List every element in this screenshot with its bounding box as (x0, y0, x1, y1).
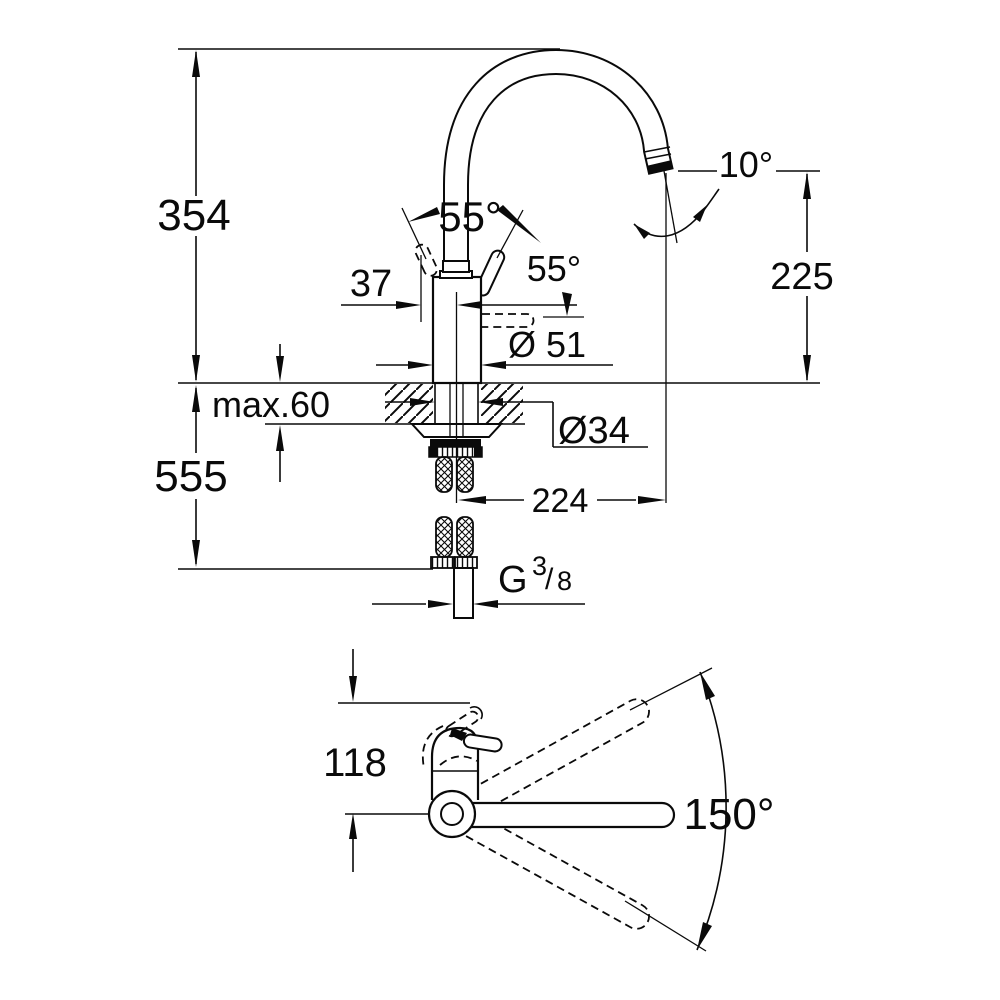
angle-arrow (562, 292, 572, 316)
lever-tip-cap (469, 706, 483, 720)
aerator-band-line (644, 153, 672, 160)
spout-swivel-down-dashed (457, 809, 650, 930)
lever-top-view (462, 733, 503, 753)
thread-denominator-label: 8 (557, 566, 572, 596)
dim-counter-thickness-label: max.60 (212, 384, 330, 425)
side-view-dimensions: 354 555 max.60 37 55° 55° (154, 48, 834, 608)
supply-hose (435, 516, 453, 558)
thread-tube (453, 567, 474, 619)
collar (442, 260, 470, 273)
mounting-hardware (409, 383, 504, 619)
nut-tab (429, 447, 437, 457)
thread-numerator-label: 3 (532, 551, 547, 581)
arrowhead-right (410, 398, 435, 406)
angle-arrow (408, 207, 440, 222)
lever-raised-dashed-top (445, 710, 480, 738)
dim-swivel-angle-label: 150° (683, 790, 774, 839)
body-dashed-contour (439, 755, 478, 766)
arrowhead-up (192, 385, 200, 412)
arrowhead-down (192, 540, 200, 567)
angle-extension-line (496, 209, 524, 259)
supply-hose (456, 456, 474, 493)
arrowhead-down (803, 355, 811, 382)
spout-swivel-up-dashed (457, 698, 650, 819)
angle-arrow (497, 205, 541, 243)
supply-hose (435, 456, 453, 493)
arrowhead-up (349, 813, 357, 839)
aerator-band-line (643, 146, 671, 153)
thread-slash-label: / (545, 563, 554, 596)
arrowhead-right (638, 496, 666, 504)
dim-lever-angle-left-label: 55° (438, 193, 502, 240)
dim-body-diameter-label: Ø 51 (508, 324, 586, 365)
counter-hatch-left (385, 384, 433, 423)
angle-arrow (634, 224, 650, 239)
dim-lever-height-label: 118 (323, 741, 387, 785)
seal-ring (430, 439, 481, 447)
lever-lowered-dashed (482, 313, 535, 328)
hose-nut (430, 556, 455, 569)
arrowhead-left (473, 600, 498, 608)
thread-prefix-label: G (498, 559, 528, 601)
dim-outlet-height-label: 225 (770, 256, 833, 298)
dim-hole-diameter-label: Ø34 (558, 410, 630, 452)
side-view (178, 48, 820, 619)
arc-arrowhead (697, 922, 712, 950)
hose-nut (454, 556, 478, 569)
arrowhead-right (408, 361, 433, 369)
arrowhead-up (803, 172, 811, 199)
arrowhead-down (276, 356, 284, 382)
dim-outlet-angle-label: 10° (719, 144, 773, 185)
dim-handle-offset-label: 37 (350, 263, 392, 305)
lever-raised-dashed (414, 243, 438, 277)
angle-extension-line (401, 207, 427, 260)
arrowhead-down (192, 355, 200, 382)
arc-arrowhead (700, 672, 715, 700)
dim-spout-reach-label: 224 (532, 482, 589, 520)
pivot-inner-circle (440, 802, 464, 826)
lever-joint (450, 728, 467, 741)
arrowhead-up (192, 50, 200, 77)
nut-tab (474, 447, 482, 457)
body-dashed-contour (422, 725, 444, 769)
arrowhead-up (276, 425, 284, 451)
supply-hose (456, 516, 474, 558)
arrowhead-right (428, 600, 453, 608)
dim-below-counter-label: 555 (154, 452, 227, 501)
dim-total-height-label: 354 (157, 191, 230, 240)
spout-core (445, 50, 670, 298)
arrowhead-left (458, 496, 486, 504)
outlet-tilt-line (663, 170, 678, 244)
swivel-arc (696, 671, 727, 951)
arrowhead-left (478, 398, 503, 406)
top-view: 118 150° (323, 649, 775, 952)
angle-arrow (693, 205, 707, 222)
dim-lever-angle-right-label: 55° (527, 248, 581, 289)
arrowhead-left (481, 361, 506, 369)
arrowhead-left (457, 301, 482, 309)
angle-extension-line (629, 667, 713, 711)
arrowhead-down (349, 676, 357, 702)
angle-arc (633, 188, 720, 238)
spout-top-view (460, 801, 676, 829)
angle-extension-line (624, 900, 707, 952)
arrowhead-right (396, 301, 421, 309)
